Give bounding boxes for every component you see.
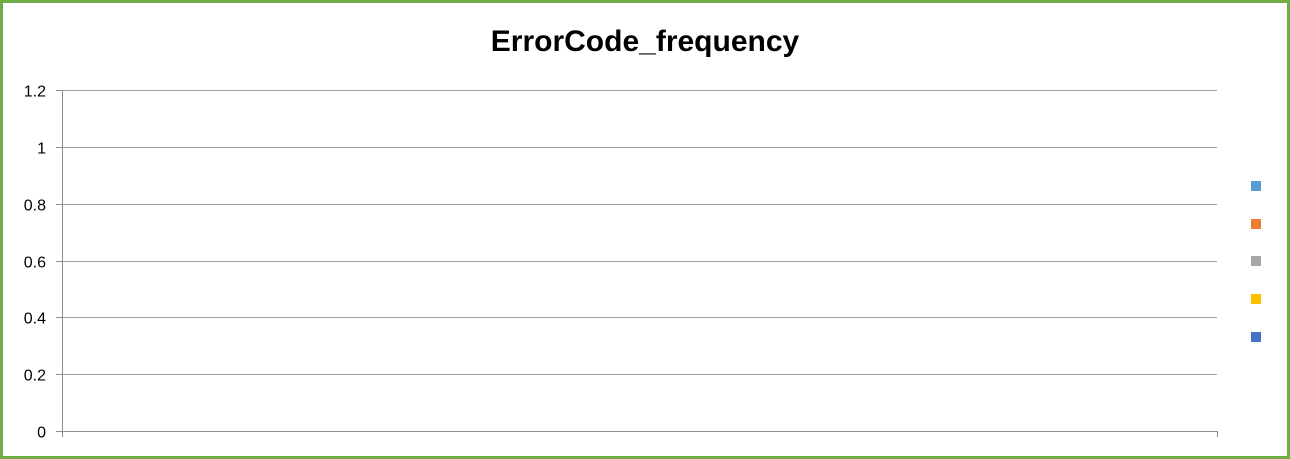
y-tick-label: 0.2 bbox=[24, 368, 46, 385]
y-tick-label: 0 bbox=[37, 425, 46, 442]
legend-marker bbox=[1251, 181, 1261, 191]
chart-plot-area: 0 0.2 0.4 0.6 0.8 1 1.2 bbox=[24, 84, 1261, 442]
y-tick-label: 0.6 bbox=[24, 255, 46, 272]
legend-marker bbox=[1251, 256, 1261, 266]
legend-marker bbox=[1251, 219, 1261, 229]
y-tick-label: 1 bbox=[37, 141, 46, 158]
legend-marker bbox=[1251, 332, 1261, 342]
chart-title: ErrorCode_frequency bbox=[490, 25, 800, 58]
y-tick-label: 0.8 bbox=[24, 198, 46, 215]
legend-marker bbox=[1251, 294, 1261, 304]
y-tick-label: 0.4 bbox=[24, 311, 46, 328]
y-tick-label: 1.2 bbox=[24, 84, 46, 101]
